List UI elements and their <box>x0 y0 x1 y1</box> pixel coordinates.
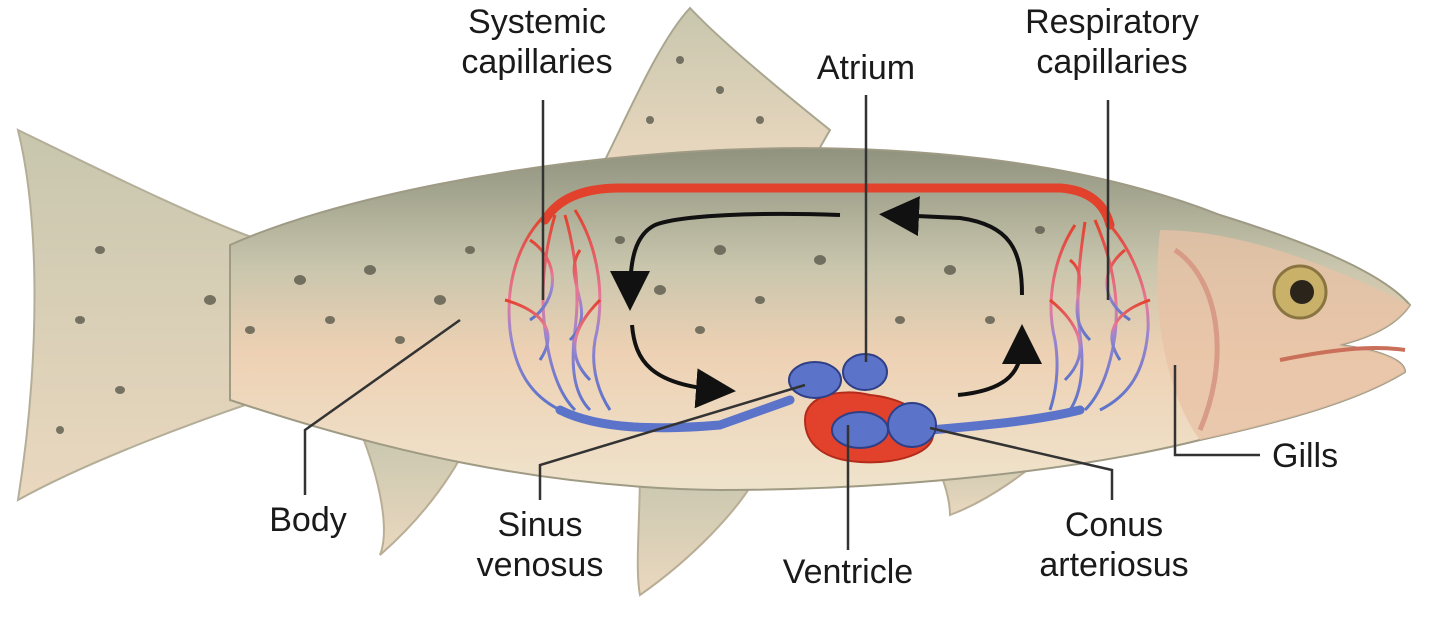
mouth <box>1279 346 1406 362</box>
label-ventricle: Ventricle <box>782 553 914 591</box>
leader-conus <box>929 426 1114 500</box>
systemic-capillary-bed <box>504 209 612 412</box>
label-respiratory-line2: capillaries <box>1036 43 1188 81</box>
fish-pupil <box>1290 280 1314 304</box>
conus-arteriosus-chamber <box>887 402 937 448</box>
label-conus-line1: Conus <box>1064 506 1164 544</box>
arrow-right-bottom <box>957 324 1042 397</box>
arrow-right-top <box>879 196 1024 296</box>
flow-arrows <box>610 196 1042 409</box>
label-respiratory-line1: Respiratory <box>1025 3 1199 41</box>
leader-body <box>303 318 461 495</box>
label-sinus-venosus: Sinus venosus <box>477 505 604 585</box>
ventricle-chamber <box>831 411 889 449</box>
label-sinus-line2: venosus <box>476 546 604 584</box>
arrow-top <box>610 211 841 311</box>
label-systemic-line1: Systemic <box>468 3 606 41</box>
leader-sinus <box>538 383 806 500</box>
label-body: Body <box>269 501 347 539</box>
fish-head <box>1157 230 1410 440</box>
label-systemic-capillaries: Systemic capillaries <box>461 2 612 82</box>
label-sinus-line1: Sinus <box>497 506 583 544</box>
sinus-venosus-chamber <box>788 361 842 399</box>
label-conus-arteriosus: Conus arteriosus <box>1039 505 1188 585</box>
label-gills: Gills <box>1272 437 1339 475</box>
dorsal-fin <box>603 6 832 167</box>
arrow-left-bottom <box>630 324 736 409</box>
gill-cover <box>1173 247 1220 431</box>
leader-lines <box>303 95 1260 550</box>
heart <box>788 353 937 464</box>
label-systemic-line2: capillaries <box>461 43 613 81</box>
leader-gills <box>1173 365 1260 457</box>
label-atrium: Atrium <box>816 49 916 87</box>
venous-return <box>555 395 795 433</box>
label-conus-line2: arteriosus <box>1039 546 1189 584</box>
label-respiratory-capillaries: Respiratory capillaries <box>1025 2 1199 82</box>
fish-spots <box>56 56 1045 434</box>
pelvic-fin <box>358 428 472 556</box>
respiratory-capillary-bed <box>1048 218 1151 412</box>
dorsal-aorta <box>540 183 1115 230</box>
anal-fin <box>636 469 762 597</box>
tail-fin <box>16 128 261 502</box>
ventral-aorta <box>925 405 1085 435</box>
